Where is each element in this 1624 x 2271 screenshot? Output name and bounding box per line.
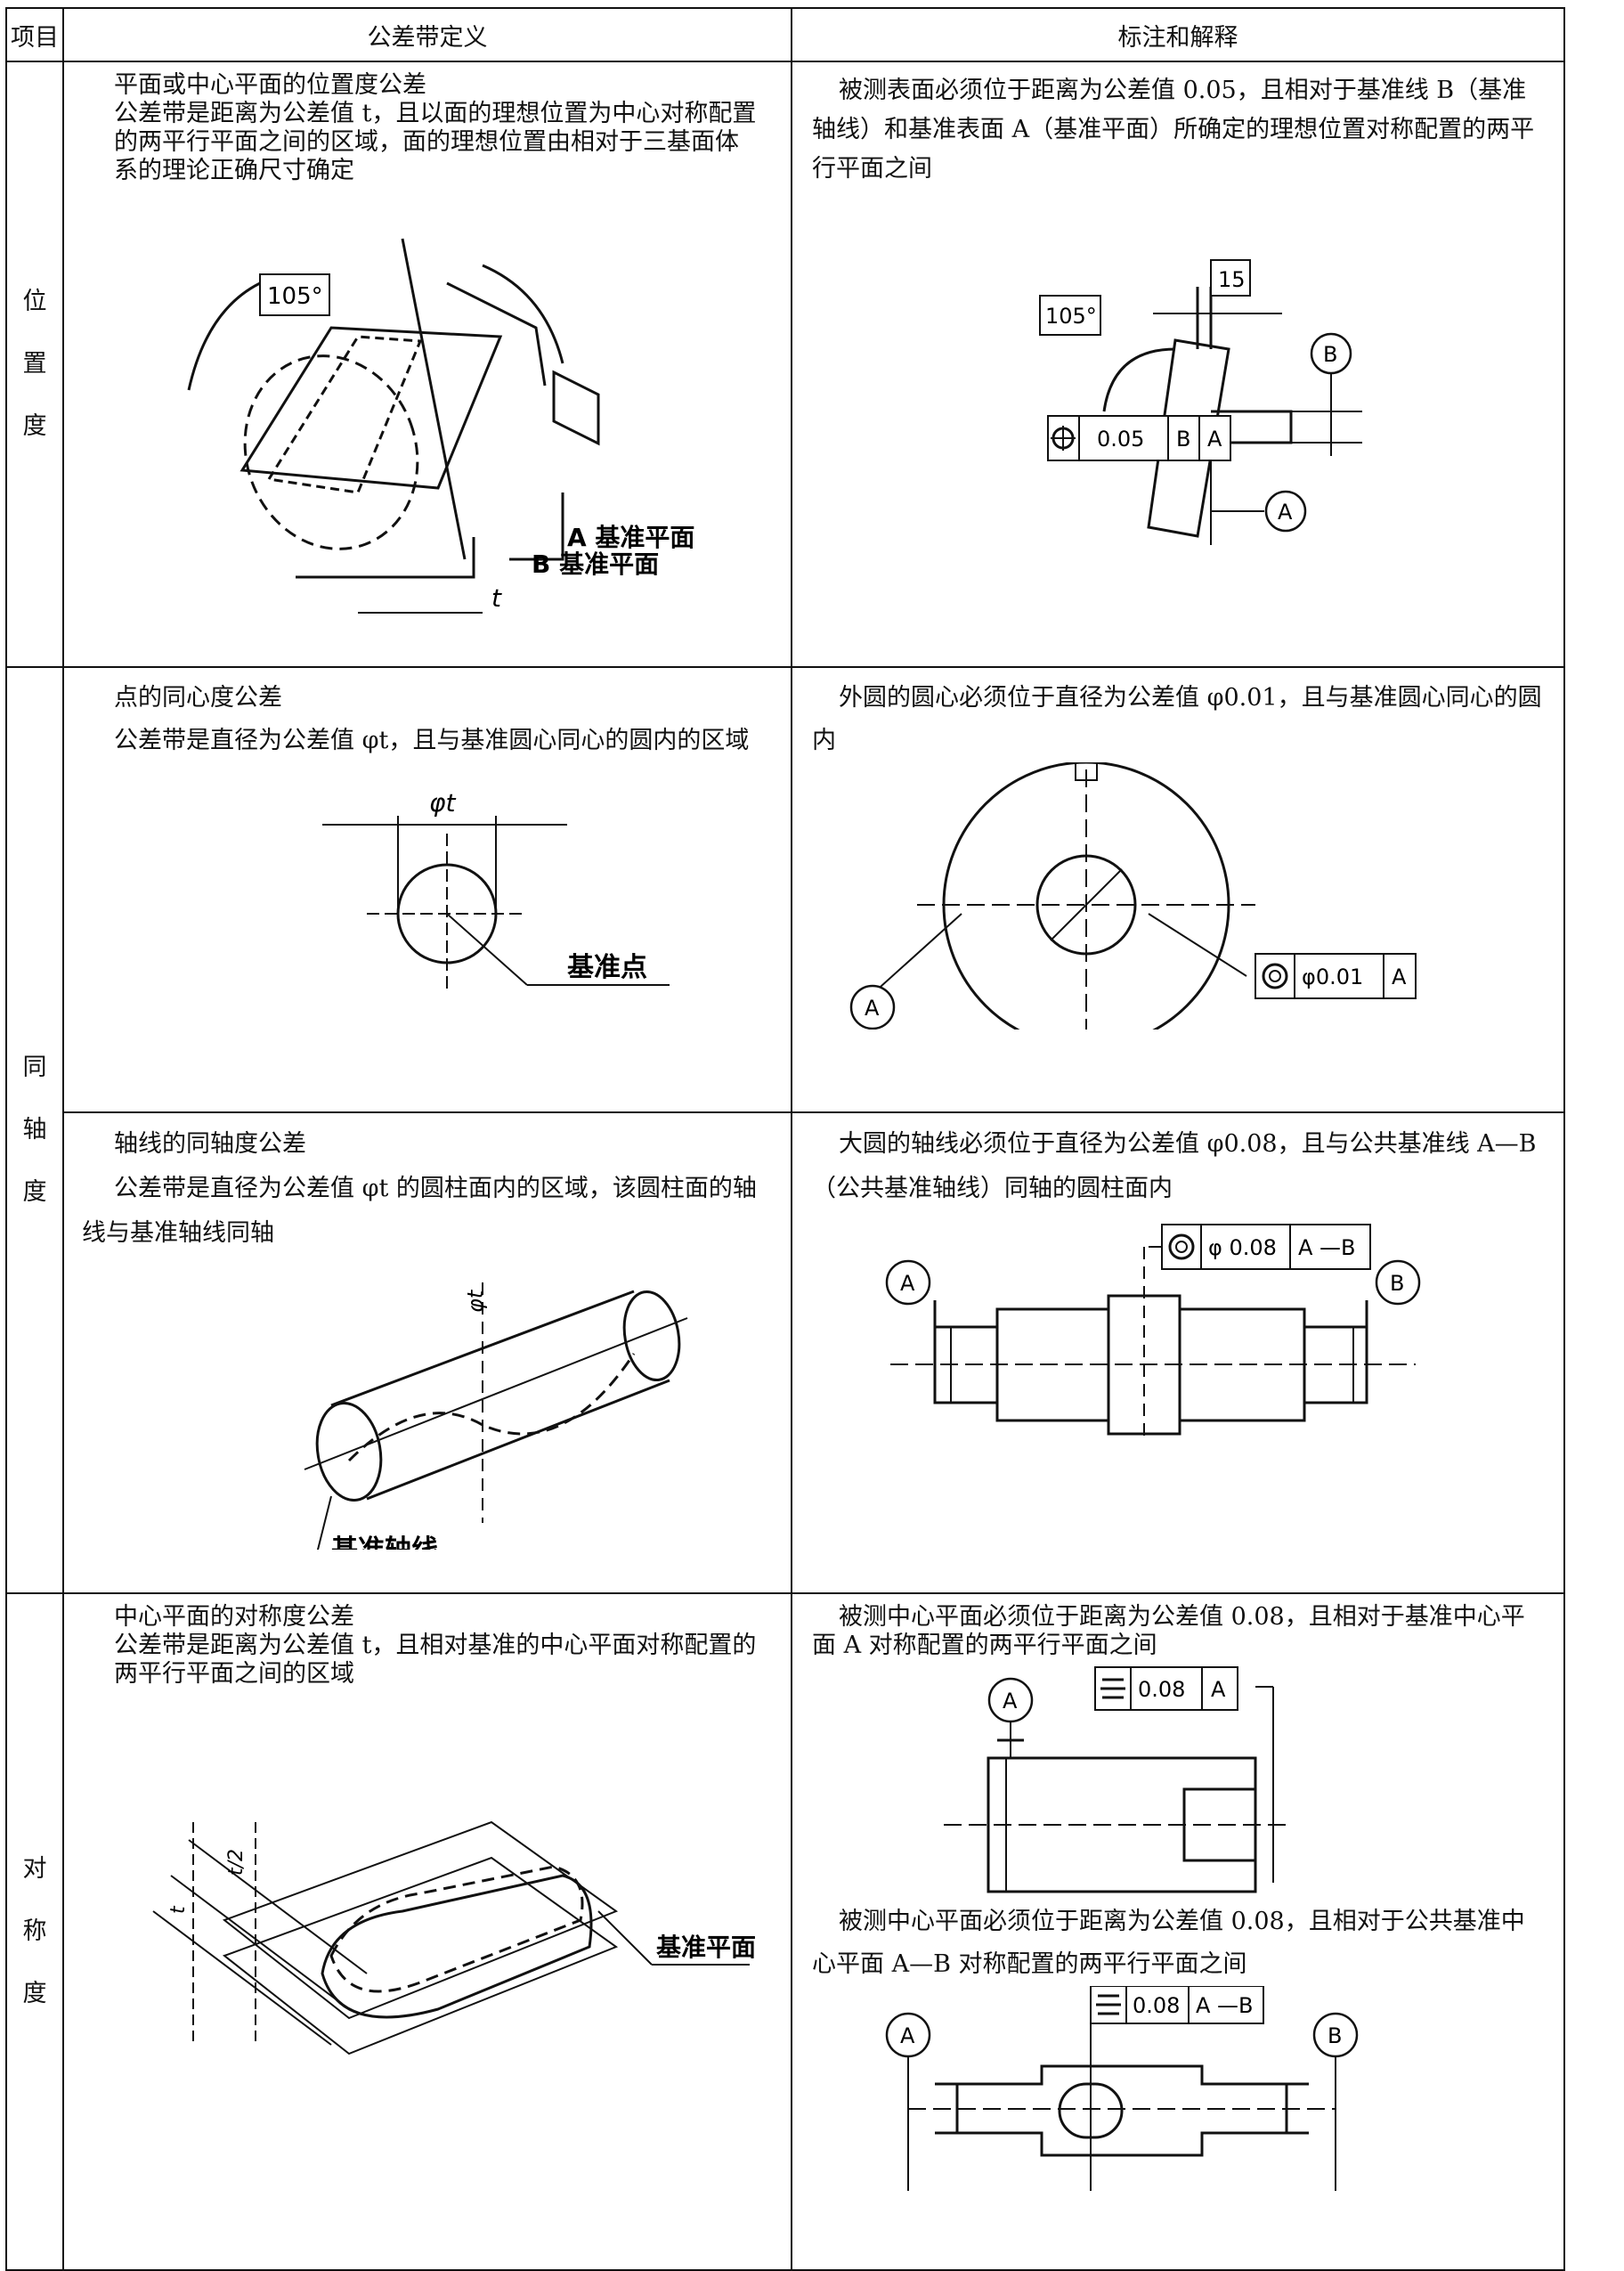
point-annotation: 外圆的圆心必须位于直径为公差值 φ0.01，且与基准圆心同心的圆内 A xyxy=(791,666,1565,1113)
axis-annotation-figure: A B φ 0.08 A —B xyxy=(885,1224,1421,1443)
point-definition: 点的同心度公差 公差带是直径为公差值 φt，且与基准圆心同心的圆内的区域 φt … xyxy=(62,666,792,1113)
position-definition: 平面或中心平面的位置度公差 公差带是距离为公差值 t，且以面的理想位置为中心对称… xyxy=(62,61,792,668)
position-annotation-figure: 0.05 B A 105° 15 B A xyxy=(1039,259,1362,545)
frame2-value: 0.08 xyxy=(1133,1993,1180,2018)
frame1-ref: A xyxy=(1211,1677,1226,1702)
row-symmetry: 对 称 度 中心平面的对称度公差 公差带是距离为公差值 t，且相对基准的中心平面… xyxy=(5,1592,1565,2271)
symmetry-definition: 中心平面的对称度公差 公差带是距离为公差值 t，且相对基准的中心平面对称配置的两… xyxy=(62,1592,792,2271)
axis-annotation: 大圆的轴线必须位于直径为公差值 φ0.08，且与公共基准线 A—B（公共基准轴线… xyxy=(791,1111,1565,1594)
datum-b: B xyxy=(1390,1271,1404,1296)
header-definition: 公差带定义 xyxy=(62,7,792,62)
row-axis: 轴线的同轴度公差 公差带是直径为公差值 φt 的圆柱面内的区域，该圆柱面的轴线与… xyxy=(6,1111,1565,1594)
row-position: 位 置 度 平面或中心平面的位置度公差 公差带是距离为公差值 t，且以面的理想位… xyxy=(5,61,1565,668)
symmetry-annotation-figure-1: A 0.08 A xyxy=(944,1666,1291,1893)
datum-b-icon xyxy=(1312,2012,1359,2058)
header-row: 项目 公差带定义 标注和解释 xyxy=(5,7,1565,62)
position-annotation: 被测表面必须位于距离为公差值 0.05，且相对于基准线 B（基准轴线）和基准表面… xyxy=(791,61,1565,668)
datum-a: A xyxy=(865,996,880,1021)
frame-a: A xyxy=(1392,965,1407,989)
datum2-b: B xyxy=(1328,2023,1342,2048)
datum-a: A xyxy=(900,1271,915,1296)
def-label: 基准轴线 xyxy=(331,1534,438,1550)
symmetry-annotation-figure-2: A B 0.08 A —B xyxy=(885,1986,1359,2191)
def-angle-box xyxy=(259,273,330,316)
def-title: 中心平面的对称度公差 xyxy=(114,1603,354,1631)
tolerance-table: 项目 公差带定义 标注和解释 位 置 度 平面或中心平面的位置度公差 公差带是距… xyxy=(5,7,1565,2271)
frame-ref: A —B xyxy=(1298,1235,1356,1260)
symmetry-icon xyxy=(1096,1994,1121,2015)
note2: 被测中心平面必须位于距离为公差值 0.08，且相对于公共基准中心平面 A—B 对… xyxy=(812,1908,1525,1978)
def-label: 基准点 xyxy=(567,952,647,983)
note-dim: 15 xyxy=(1218,267,1246,292)
coaxiality-icon xyxy=(1168,1233,1195,1260)
datum-a-icon xyxy=(885,2012,931,2058)
frame-value: φ 0.08 xyxy=(1208,1235,1277,1260)
item-symmetry: 对 称 度 xyxy=(5,1592,64,2271)
def-text: 公差带是直径为公差值 φt 的圆柱面内的区域，该圆柱面的轴线与基准轴线同轴 xyxy=(82,1175,757,1247)
note-angle: 105° xyxy=(1045,304,1097,329)
frame-value: φ0.01 xyxy=(1302,965,1363,989)
frame-b: B xyxy=(1176,427,1190,452)
datum-b-icon xyxy=(1310,332,1352,375)
def-angle: 105° xyxy=(267,283,323,310)
header-annotation: 标注和解释 xyxy=(791,7,1565,62)
row-point: 同 轴 度 点的同心度公差 公差带是直径为公差值 φt，且与基准圆心同心的圆内的… xyxy=(5,666,1565,1594)
def-title: 点的同心度公差 xyxy=(114,684,282,712)
note: 被测表面必须位于距离为公差值 0.05，且相对于基准线 B（基准轴线）和基准表面… xyxy=(812,77,1535,183)
axis-definition: 轴线的同轴度公差 公差带是直径为公差值 φt 的圆柱面内的区域，该圆柱面的轴线与… xyxy=(62,1111,792,1594)
def-text: 公差带是距离为公差值 t，且相对基准的中心平面对称配置的两平行平面之间的区域 xyxy=(114,1632,757,1688)
note: 外圆的圆心必须位于直径为公差值 φ0.01，且与基准圆心同心的圆内 xyxy=(812,684,1542,754)
header-item: 项目 xyxy=(5,7,64,62)
datum-a-icon xyxy=(1264,490,1307,533)
frame-a: A xyxy=(1207,427,1222,452)
point-zone-figure: φt 基准点 xyxy=(322,788,670,994)
note1: 被测中心平面必须位于距离为公差值 0.08，且相对于基准中心平面 A 对称配置的… xyxy=(812,1603,1525,1659)
datum1-a: A xyxy=(1003,1689,1018,1713)
def-title: 轴线的同轴度公差 xyxy=(114,1130,306,1158)
datum-a: A xyxy=(1278,500,1293,525)
symmetry-zone-figure: t/2 t 基准平面 xyxy=(152,1820,756,2055)
def-label-b: B 基准平面 xyxy=(532,549,659,579)
position-zone-figure: 105° A 基准平面 B 基准平面 t xyxy=(187,238,694,614)
def-half: t/2 xyxy=(225,1849,248,1876)
concentricity-icon xyxy=(1262,963,1288,989)
def-text: 公差带是直径为公差值 φt，且与基准圆心同心的圆内的区域 xyxy=(114,727,750,754)
def-t: t xyxy=(491,583,502,613)
def-t: t xyxy=(167,1905,190,1914)
def-label-a: A 基准平面 xyxy=(567,523,694,552)
datum2-a: A xyxy=(900,2023,915,2048)
axis-zone-figure: φt 基准轴线 xyxy=(304,1282,688,1550)
datum-a-icon xyxy=(987,1677,1034,1723)
note: 大圆的轴线必须位于直径为公差值 φ0.08，且与公共基准线 A—B（公共基准轴线… xyxy=(812,1130,1537,1202)
datum-b-icon xyxy=(1375,1259,1421,1306)
frame-value: 0.05 xyxy=(1097,427,1144,452)
def-dim: φt xyxy=(463,1289,488,1313)
def-dim: φt xyxy=(429,788,456,818)
item-coaxial: 同 轴 度 xyxy=(5,666,64,1594)
frame2-ref: A —B xyxy=(1196,1993,1254,2018)
def-label: 基准平面 xyxy=(656,1933,756,1962)
def-text: 公差带是距离为公差值 t，且以面的理想位置为中心对称配置的两平行平面之间的区域，… xyxy=(114,100,757,184)
datum-b: B xyxy=(1323,342,1337,367)
point-annotation-figure: A φ0.01 A xyxy=(849,762,1417,1030)
frame1-value: 0.08 xyxy=(1138,1677,1185,1702)
def-title: 平面或中心平面的位置度公差 xyxy=(114,71,426,99)
symmetry-icon xyxy=(1100,1678,1125,1699)
datum-a-icon xyxy=(885,1259,931,1306)
symmetry-annotation: 被测中心平面必须位于距离为公差值 0.08，且相对于基准中心平面 A 对称配置的… xyxy=(791,1592,1565,2271)
item-position: 位 置 度 xyxy=(5,61,64,668)
datum-a-icon xyxy=(849,984,896,1030)
